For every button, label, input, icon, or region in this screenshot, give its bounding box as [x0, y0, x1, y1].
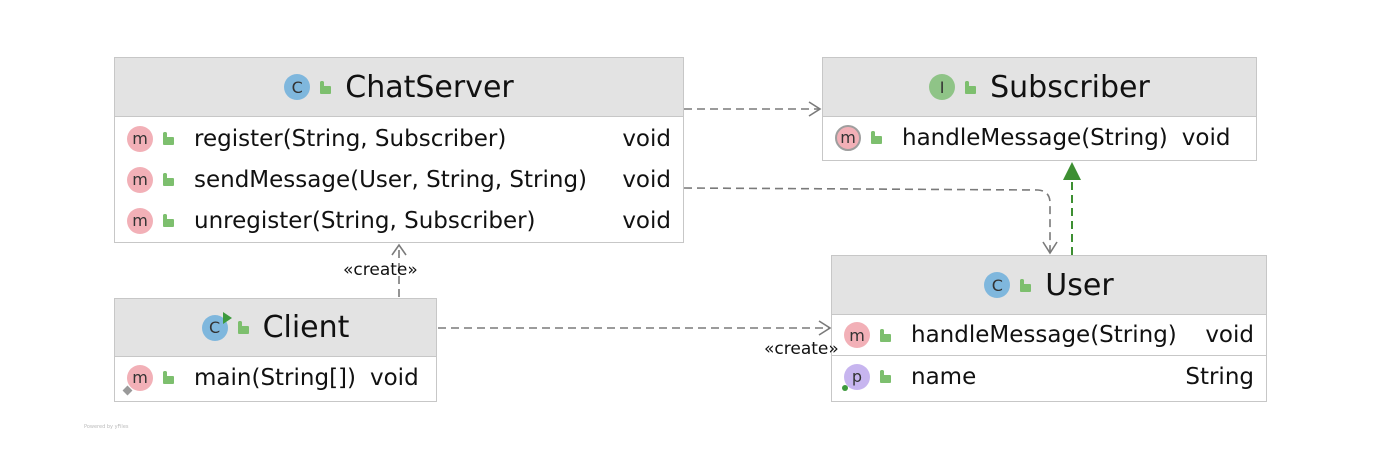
- realization-user-subscriber: [1063, 162, 1081, 255]
- public-visibility-icon: [320, 80, 332, 94]
- create-client-user: [438, 320, 832, 336]
- method-icon: m: [127, 207, 153, 234]
- create-stereotype-label: «create»: [764, 339, 839, 359]
- abstract-method-icon: m: [835, 124, 861, 151]
- class-letter: C: [208, 318, 221, 337]
- member-row[interactable]: m main(String[]) void: [115, 357, 436, 398]
- class-subscriber[interactable]: I Subscriber m handleMessage(String) voi…: [822, 57, 1257, 161]
- public-visibility-icon: [880, 328, 891, 342]
- member-signature: handleMessage(String): [902, 124, 1168, 151]
- class-icon: C: [984, 272, 1011, 298]
- public-visibility-icon: [163, 214, 174, 227]
- class-user[interactable]: C User m handleMessage(String) void p na…: [831, 255, 1267, 402]
- class-user-header: C User: [832, 256, 1266, 315]
- method-icon: m: [127, 125, 153, 152]
- create-stereotype-label: «create»: [343, 260, 418, 280]
- member-signature: handleMessage(String): [911, 322, 1177, 348]
- member-row[interactable]: m register(String, Subscriber) void: [115, 118, 683, 159]
- member-signature: name: [911, 363, 977, 390]
- powered-by-label: Powered by yFiles: [84, 424, 129, 430]
- class-client-header: C Client: [115, 299, 436, 357]
- member-type: void: [1205, 322, 1254, 348]
- property-letter: p: [851, 367, 863, 386]
- member-signature: register(String, Subscriber): [194, 125, 507, 152]
- method-letter: m: [132, 368, 148, 387]
- method-icon: m: [844, 322, 870, 348]
- member-type: void: [622, 125, 671, 152]
- field-dot-icon: [842, 384, 848, 391]
- class-chatserver-header: C ChatServer: [115, 58, 683, 117]
- public-visibility-icon: [163, 371, 174, 384]
- class-name: Client: [262, 310, 350, 345]
- property-icon: p: [842, 363, 870, 391]
- method-icon: m: [127, 166, 153, 193]
- class-name: User: [1045, 267, 1114, 303]
- dependency-chatserver-user: [683, 187, 1058, 255]
- run-triangle-icon: [222, 311, 232, 324]
- public-visibility-icon: [163, 173, 174, 186]
- public-visibility-icon: [1020, 278, 1032, 292]
- member-signature: main(String[]): [194, 364, 356, 391]
- public-visibility-icon: [965, 80, 977, 94]
- class-name: ChatServer: [345, 69, 514, 105]
- runnable-class-icon: C: [201, 311, 232, 341]
- member-type: void: [1181, 124, 1231, 151]
- public-visibility-icon: [871, 131, 882, 144]
- create-client-chatserver: [391, 243, 407, 297]
- static-method-icon: m: [122, 364, 153, 395]
- class-icon: C: [284, 74, 311, 100]
- member-type: void: [622, 166, 671, 193]
- member-row[interactable]: m sendMessage(User, String, String) void: [115, 159, 683, 200]
- member-type: void: [370, 364, 419, 391]
- interface-icon: I: [929, 74, 956, 100]
- member-signature: unregister(String, Subscriber): [194, 207, 536, 234]
- dependency-chatserver-subscriber: [684, 101, 822, 117]
- class-client[interactable]: C Client m main(String[]) void: [114, 298, 437, 402]
- public-visibility-icon: [163, 132, 174, 145]
- member-type: void: [622, 207, 671, 234]
- class-subscriber-header: I Subscriber: [823, 58, 1256, 117]
- member-signature: sendMessage(User, String, String): [194, 166, 588, 193]
- member-row[interactable]: p name String: [832, 356, 1266, 397]
- class-chatserver[interactable]: C ChatServer m register(String, Subscrib…: [114, 57, 684, 243]
- member-row[interactable]: m handleMessage(String) void: [823, 117, 1256, 158]
- member-row[interactable]: m handleMessage(String) void: [832, 315, 1266, 356]
- class-name: Subscriber: [990, 69, 1150, 105]
- public-visibility-icon: [237, 321, 249, 334]
- public-visibility-icon: [880, 370, 891, 383]
- member-type: String: [1185, 363, 1254, 390]
- member-row[interactable]: m unregister(String, Subscriber) void: [115, 200, 683, 241]
